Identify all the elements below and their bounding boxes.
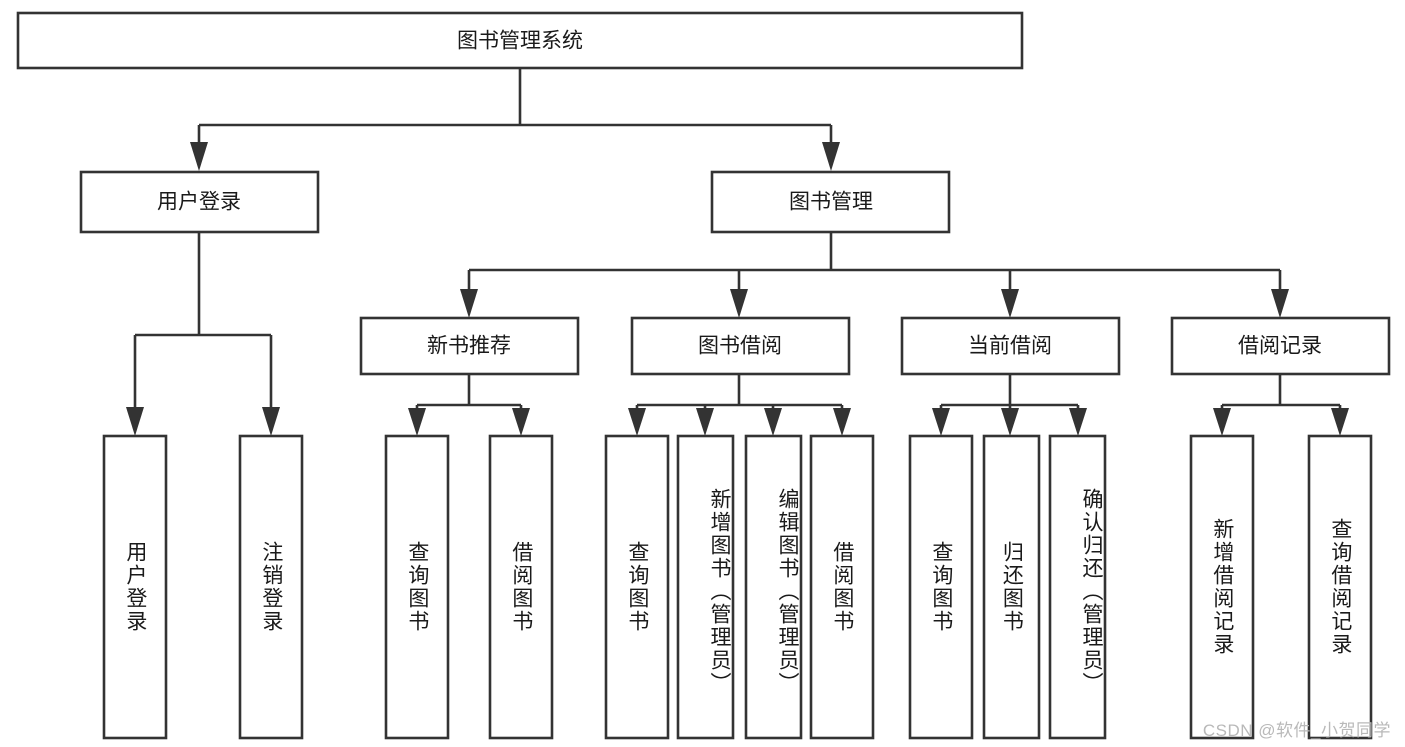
connector-borrowrecord-to-leaves	[1213, 374, 1349, 436]
leaf-box-bookborrow-borrow[interactable]	[809, 434, 875, 740]
node-root-label: 图书管理系统	[457, 30, 583, 53]
node-user-login[interactable]: 用户登录	[79, 170, 320, 234]
node-borrow-record-label: 借阅记录	[1238, 335, 1322, 358]
leaf-box-user-login-login[interactable]	[102, 434, 168, 740]
node-book-management-label: 图书管理	[789, 191, 873, 214]
node-root[interactable]: 图书管理系统	[16, 11, 1024, 70]
leaf-box-record-add[interactable]	[1189, 434, 1255, 740]
leaf-box-currentborrow-confirm[interactable]	[1048, 434, 1107, 740]
node-book-borrow[interactable]: 图书借阅	[630, 316, 851, 376]
leaf-box-record-query[interactable]	[1307, 434, 1373, 740]
node-borrow-record[interactable]: 借阅记录	[1170, 316, 1391, 376]
connector-currentborrow-to-leaves	[932, 374, 1087, 436]
leaf-box-currentborrow-query[interactable]	[908, 434, 974, 740]
leaf-box-newbook-query[interactable]	[384, 434, 450, 740]
connector-root-to-level2	[190, 68, 840, 171]
connector-bookmgmt-to-level3	[460, 232, 1289, 318]
leaf-box-currentborrow-return[interactable]	[982, 434, 1041, 740]
leaf-box-bookborrow-add[interactable]	[676, 434, 735, 740]
node-book-borrow-label: 图书借阅	[698, 335, 782, 358]
leaf-box-bookborrow-edit[interactable]	[744, 434, 803, 740]
leaf-box-newbook-borrow[interactable]	[488, 434, 554, 740]
connector-bookborrow-to-leaves	[628, 374, 851, 436]
node-new-book-recommend-label: 新书推荐	[427, 335, 511, 358]
node-user-login-label: 用户登录	[157, 191, 241, 214]
connector-newbook-to-leaves	[408, 374, 530, 436]
node-new-book-recommend[interactable]: 新书推荐	[359, 316, 580, 376]
node-current-borrow-label: 当前借阅	[968, 335, 1052, 358]
connector-userlogin-to-leaves	[126, 232, 280, 436]
leaf-box-bookborrow-query[interactable]	[604, 434, 670, 740]
node-book-management[interactable]: 图书管理	[710, 170, 951, 234]
leaf-box-user-login-logout[interactable]	[238, 434, 304, 740]
node-current-borrow[interactable]: 当前借阅	[900, 316, 1121, 376]
